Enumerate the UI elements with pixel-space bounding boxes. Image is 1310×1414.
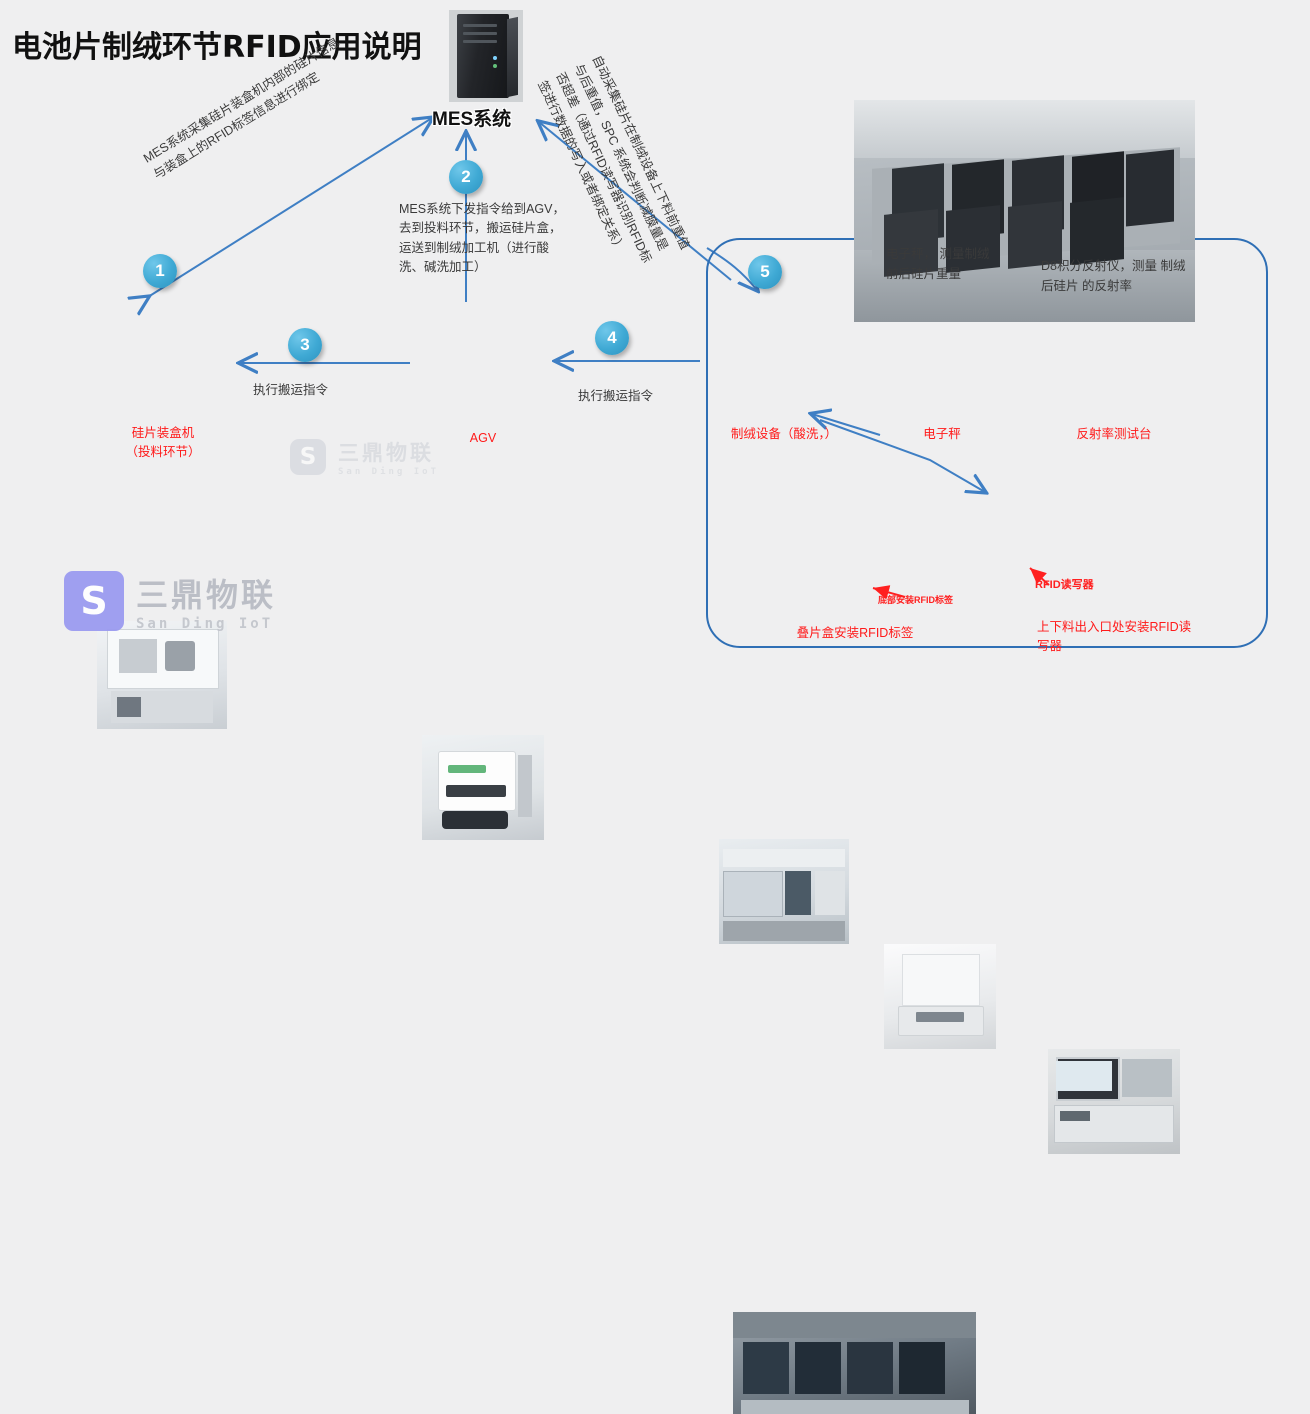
watermark-name-en: San Ding IoT <box>136 616 274 632</box>
arrow-panel-to-mes <box>539 122 732 281</box>
step-badge-3[interactable]: 3 <box>288 328 322 362</box>
arrow-scale-to-texturing <box>812 414 881 436</box>
rfid-tag-annotation: 底部安装RFID标签 <box>878 595 953 605</box>
diagram-canvas: 电池片制绒环节RFID应用说明 <box>0 0 1268 1414</box>
watermark-letter-small: S <box>299 444 317 470</box>
watermark-name-en-small: San Ding IoT <box>338 467 440 477</box>
mes-server-photo <box>449 10 523 102</box>
page-title: 电池片制绒环节RFID应用说明 <box>12 30 422 65</box>
watermark-name-cn: 三鼎物联 <box>136 577 277 613</box>
brand-s-icon-small: S <box>290 439 326 475</box>
watermark-letter: S <box>80 579 108 623</box>
watermark-name-cn-small: 三鼎物联 <box>338 442 434 465</box>
mes-system-label: MES系统 <box>432 109 512 130</box>
watermark-logo-large: S 三鼎物联 San Ding IoT <box>64 570 276 632</box>
rfid-reader-annotation: RFID读写器 <box>1035 579 1094 591</box>
wafer-boxing-machine-label: 硅片装盒机 （投料环节） <box>125 426 201 459</box>
step-badge-4[interactable]: 4 <box>595 321 629 355</box>
watermark-logo-small: S 三鼎物联 San Ding IoT <box>290 437 439 477</box>
arrow-rfid-tag-annotation <box>872 585 906 600</box>
arrow-overlay <box>0 0 1050 600</box>
rfid-reader-location-label: 上下料出入口处安装RFID读 写器 <box>1037 620 1192 653</box>
agv-robot-photo <box>422 735 544 840</box>
reflectometer-label: 反射率测试台 <box>1076 427 1152 441</box>
step-2-description: MES系统下发指令给到AGV，去到投料环节，搬运硅片盒，运送到制绒加工机（进行酸… <box>399 202 565 275</box>
wafer-boxing-machine-photo <box>97 621 227 729</box>
step-badge-2[interactable]: 2 <box>449 160 483 194</box>
stacker-rfid-tag-label: 叠片盒安装RFID标签 <box>796 626 914 640</box>
step-badge-5[interactable]: 5 <box>748 255 782 289</box>
brand-s-icon: S <box>64 571 124 631</box>
reflectometer-photo <box>1048 1049 1180 1154</box>
step-3-description: 执行搬运指令 <box>253 383 329 397</box>
reflectometer-note: D8积分反射仪，测量 制绒后硅片 的反射率 <box>1041 259 1186 293</box>
texturing-equipment-label: 制绒设备（酸洗，） <box>730 427 838 441</box>
electronic-scale-label: 电子秤 <box>923 427 961 441</box>
arrow-texturing-to-interior <box>819 419 985 492</box>
step-badge-1[interactable]: 1 <box>143 254 177 288</box>
agv-label: AGV <box>469 431 497 445</box>
stacker-interior-photo <box>733 1312 976 1414</box>
electronic-scale-photo <box>884 944 996 1049</box>
arrow-boxer-to-mes <box>148 118 432 297</box>
electronic-scale-note: 电子秤， 测量制绒 前后硅片重量 <box>886 247 990 281</box>
step-4-description: 执行搬运指令 <box>578 389 654 403</box>
arrow-rfid-reader-annotation <box>1029 567 1050 586</box>
texturing-equipment-photo <box>719 839 849 944</box>
wafer-tray-photo <box>854 100 1195 322</box>
